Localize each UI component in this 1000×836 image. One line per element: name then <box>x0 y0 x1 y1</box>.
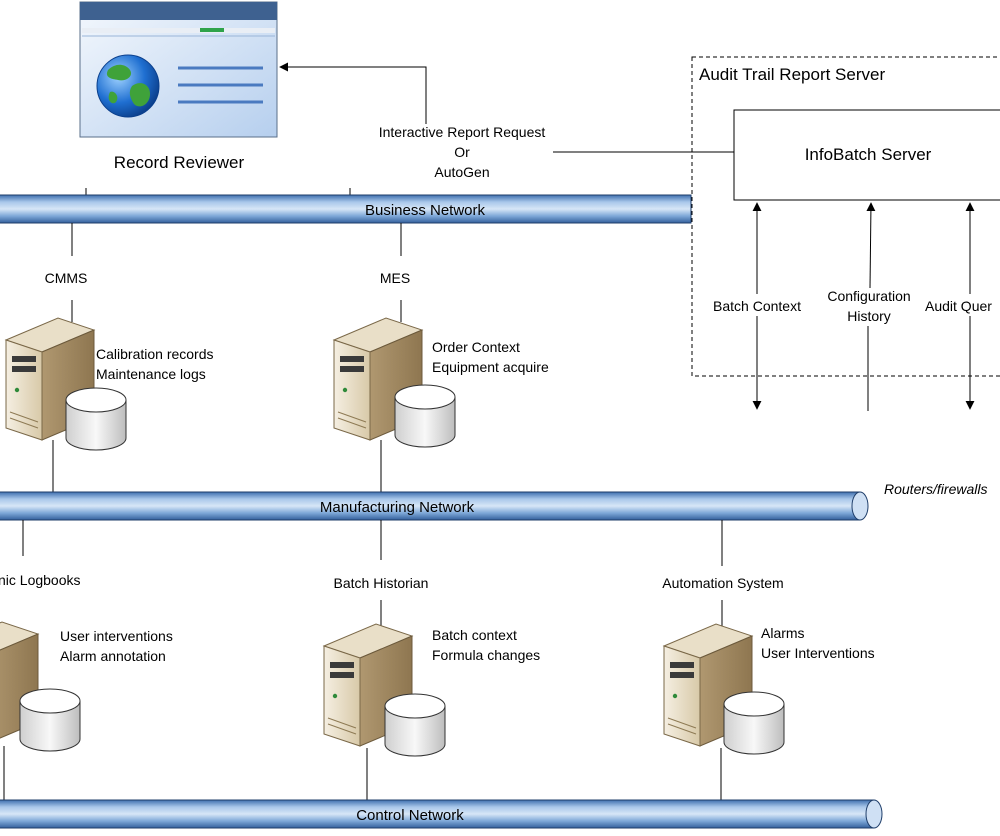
manufacturing-network-label: Manufacturing Network <box>320 499 475 516</box>
mes-database-icon <box>394 384 456 448</box>
infobatch-server-label: InfoBatch Server <box>805 145 932 164</box>
mes-detail-2: Equipment acquire <box>432 359 549 375</box>
automation-detail-1: Alarms <box>761 625 805 641</box>
infobatch-server-box[interactable] <box>733 109 1000 201</box>
cmms-database-icon <box>65 387 127 451</box>
report-request-line2: Or <box>454 144 470 160</box>
cmms-name: CMMS <box>45 270 88 286</box>
record-reviewer-window-icon[interactable] <box>79 1 278 138</box>
record-reviewer-label: Record Reviewer <box>114 153 245 172</box>
historian-detail-1: Batch context <box>432 627 517 643</box>
automation-detail-2: User Interventions <box>761 645 875 661</box>
audit-trail-server-boundary <box>691 56 1000 377</box>
logbooks-detail-2: Alarm annotation <box>60 648 166 664</box>
business-network-pipe <box>0 188 692 224</box>
globe-icon <box>96 54 160 118</box>
automation-name: Automation System <box>662 575 783 591</box>
logbooks-detail-1: User interventions <box>60 628 173 644</box>
manufacturing-network-pipe <box>0 491 869 521</box>
mes-detail-1: Order Context <box>432 339 520 355</box>
batch-context-label: Batch Context <box>713 298 801 314</box>
audit-query-label: Audit Quer <box>925 298 992 314</box>
historian-detail-2: Formula changes <box>432 647 540 663</box>
configuration-history-label-1: Configuration <box>827 288 910 304</box>
business-network-label: Business Network <box>365 202 486 219</box>
audit-arrows <box>752 202 975 411</box>
control-network-label: Control Network <box>356 807 464 824</box>
audit-trail-server-title: Audit Trail Report Server <box>699 65 885 84</box>
mes-server-icon[interactable] <box>332 317 424 441</box>
cmms-detail-1: Calibration records <box>96 346 214 362</box>
routers-firewalls-label: Routers/firewalls <box>884 481 987 497</box>
historian-name: Batch Historian <box>334 575 429 591</box>
report-request-line3: AutoGen <box>434 164 489 180</box>
report-request-connector <box>279 62 734 153</box>
control-network-pipe <box>0 799 883 829</box>
logbooks-name: nic Logbooks <box>0 572 81 588</box>
configuration-history-label-2: History <box>847 308 891 324</box>
cmms-detail-2: Maintenance logs <box>96 366 206 382</box>
report-request-line1: Interactive Report Request <box>379 124 546 140</box>
automation-database-icon <box>723 691 785 755</box>
historian-database-icon <box>384 693 446 757</box>
mes-name: MES <box>380 270 410 286</box>
logbooks-database-icon <box>19 688 81 752</box>
